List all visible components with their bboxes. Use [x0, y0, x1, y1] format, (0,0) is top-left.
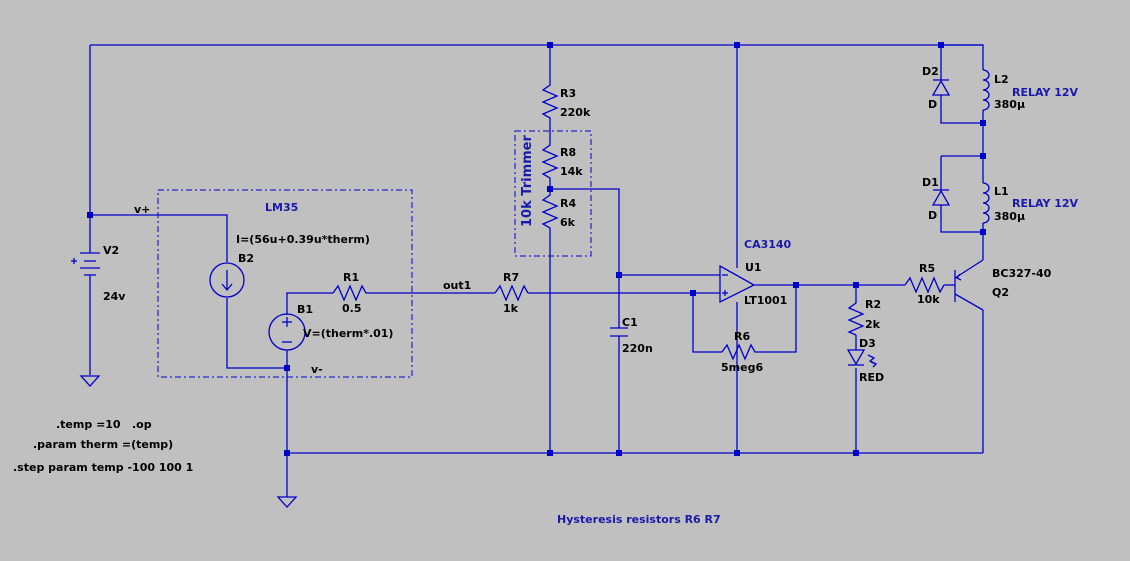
l1-value: 380μ [994, 210, 1025, 223]
resistor-r2 [847, 298, 865, 336]
directive-step: .step param temp -100 100 1 [13, 461, 193, 474]
r3-name: R3 [560, 87, 576, 100]
d2-name: D2 [922, 65, 939, 78]
u1-label: CA3140 [744, 238, 792, 251]
net-vminus: v- [311, 363, 323, 376]
b1-expr: V=(therm*.01) [303, 327, 393, 340]
inductor-l1 [982, 182, 990, 225]
d3-value: RED [859, 371, 884, 384]
q2-model: BC327-40 [992, 267, 1052, 280]
l1-label: RELAY 12V [1012, 197, 1079, 210]
r2-value: 2k [865, 318, 881, 331]
junctions [87, 42, 986, 456]
b2-expr: I=(56u+0.39u*therm) [236, 233, 370, 246]
directive-param: .param therm =(temp) [33, 438, 173, 451]
r6-name: R6 [734, 330, 750, 343]
directive-temp: .temp =10 [56, 418, 121, 431]
net-out1: out1 [443, 279, 471, 292]
net-vplus: v+ [134, 203, 150, 216]
hysteresis-comment: Hysteresis resistors R6 R7 [557, 513, 721, 526]
v2-name: V2 [103, 244, 119, 257]
lm35-box [157, 189, 413, 378]
current-source-b2 [209, 262, 245, 298]
v2-value: 24v [103, 290, 126, 303]
resistor-r5 [904, 276, 945, 294]
diode-d1 [931, 189, 951, 206]
trimmer-box [514, 130, 592, 257]
resistor-r4 [541, 189, 559, 230]
d1-name: D1 [922, 176, 939, 189]
c1-value: 220n [622, 342, 653, 355]
l2-value: 380μ [994, 98, 1025, 111]
l1-name: L1 [994, 185, 1009, 198]
d2-model: D [928, 98, 937, 111]
r6-value: 5meg6 [721, 361, 763, 374]
u1-model: LT1001 [744, 294, 787, 307]
r5-value: 10k [917, 293, 940, 306]
q2-name: Q2 [992, 286, 1009, 299]
resistor-r7 [494, 284, 529, 302]
battery-v2 [71, 252, 100, 282]
opamp-u1 [719, 264, 756, 304]
directive-op: .op [132, 418, 152, 431]
d3-name: D3 [859, 337, 876, 350]
wires [89, 44, 984, 497]
r7-name: R7 [503, 271, 519, 284]
r1-value: 0.5 [342, 302, 362, 315]
r2-name: R2 [865, 298, 881, 311]
r8-name: R8 [560, 146, 576, 159]
resistor-r6 [721, 343, 758, 361]
lm35-label: LM35 [265, 201, 298, 214]
r4-name: R4 [560, 197, 576, 210]
r4-value: 6k [560, 216, 576, 229]
capacitor-c1 [610, 327, 628, 337]
b1-name: B1 [297, 303, 313, 316]
led-d3 [846, 349, 878, 368]
r8-value: 14k [560, 165, 583, 178]
r3-value: 220k [560, 106, 591, 119]
resistor-r1 [332, 284, 370, 302]
transistor-q2 [954, 259, 984, 311]
d1-model: D [928, 209, 937, 222]
ground-symbol [276, 496, 298, 508]
trimmer-label: 10k Trimmer [520, 135, 535, 227]
l2-label: RELAY 12V [1012, 86, 1079, 99]
u1-name: U1 [745, 261, 762, 274]
b2-name: B2 [238, 252, 254, 265]
r1-name: R1 [343, 271, 359, 284]
r5-name: R5 [919, 262, 935, 275]
resistor-r8 [541, 140, 559, 189]
diode-d2 [931, 79, 951, 96]
l2-name: L2 [994, 73, 1009, 86]
resistor-r3 [541, 80, 559, 120]
r7-value: 1k [503, 302, 519, 315]
inductor-l2 [982, 69, 990, 112]
c1-name: C1 [622, 316, 638, 329]
voltage-source-b1 [268, 313, 306, 351]
ground-symbol [79, 375, 101, 387]
